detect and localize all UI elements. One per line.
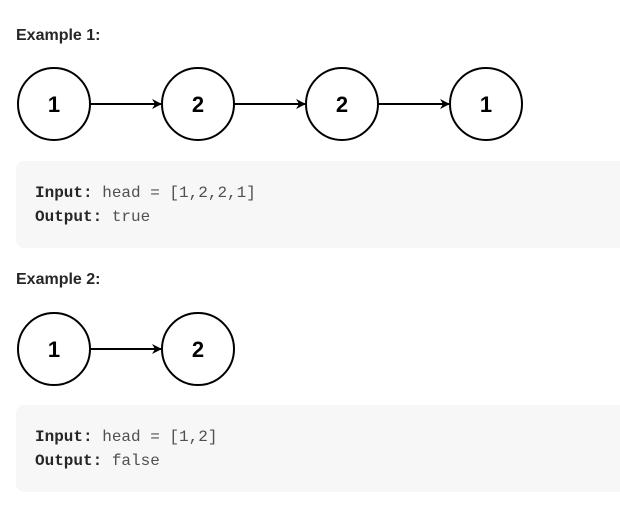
example-1-title: Example 1:	[16, 27, 101, 44]
node-3-value: 2	[336, 92, 348, 117]
node-1: 1	[17, 67, 91, 141]
output-line: Output: true	[35, 205, 620, 229]
example-2-title: Example 2:	[16, 271, 101, 288]
output-value: true	[111, 208, 151, 226]
input-label: Input:	[35, 184, 93, 202]
example-1-linked-list-diagram: 1 2 2 1	[17, 67, 523, 141]
node-2-value: 2	[192, 337, 204, 362]
output-line: Output: false	[35, 449, 620, 473]
input-value: head = [1,2,2,1]	[102, 184, 256, 202]
node-2: 2	[161, 312, 235, 386]
output-label: Output:	[35, 452, 103, 470]
example-2-linked-list-diagram: 1 2	[17, 312, 235, 386]
node-2: 2	[161, 67, 235, 141]
node-2-value: 2	[192, 92, 204, 117]
example-1-code-block: Input: head = [1,2,2,1] Output: true	[16, 161, 620, 248]
output-label: Output:	[35, 208, 103, 226]
node-3: 2	[305, 67, 379, 141]
input-value: head = [1,2]	[102, 428, 218, 446]
node-1-value: 1	[48, 92, 60, 117]
node-4: 1	[449, 67, 523, 141]
input-line: Input: head = [1,2,2,1]	[35, 181, 620, 205]
node-1-value: 1	[48, 337, 60, 362]
output-value: false	[111, 452, 160, 470]
example-2-code-block: Input: head = [1,2] Output: false	[16, 405, 620, 492]
node-1: 1	[17, 312, 91, 386]
input-line: Input: head = [1,2]	[35, 425, 620, 449]
node-4-value: 1	[480, 92, 492, 117]
input-label: Input:	[35, 428, 93, 446]
